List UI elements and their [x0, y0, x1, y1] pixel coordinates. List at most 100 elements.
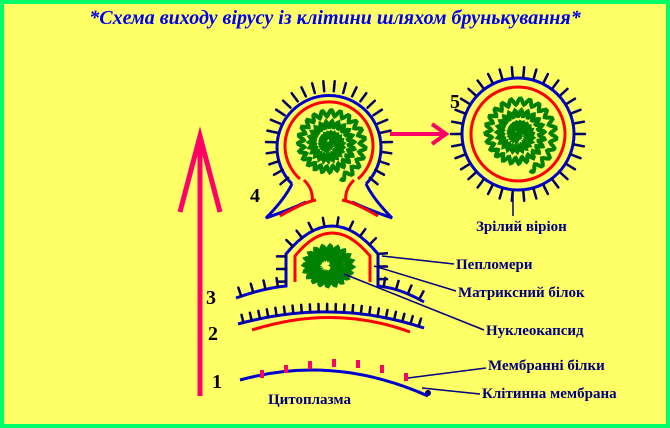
spike [459, 162, 471, 171]
spike [300, 86, 308, 98]
spike [417, 317, 423, 328]
peplomer-spikes [449, 66, 587, 202]
spike [459, 97, 471, 106]
spike [358, 227, 367, 238]
spike [379, 129, 392, 135]
spike [522, 189, 526, 202]
spike [558, 87, 569, 97]
stage-number-3: 3 [206, 287, 216, 309]
spike [486, 183, 494, 196]
spike [368, 176, 379, 186]
spike [522, 66, 526, 79]
diagram-canvas: *Схема виходу вірусу із клітини шляхом б… [4, 4, 666, 424]
spike [382, 276, 387, 288]
spike [341, 82, 348, 95]
spike [257, 309, 262, 321]
spike [498, 187, 504, 200]
spike [266, 129, 279, 135]
spike [359, 91, 368, 103]
spike [450, 143, 464, 148]
spike [321, 216, 326, 228]
spike [268, 159, 281, 166]
stage-5-mature-virion [449, 66, 587, 202]
spike [265, 308, 270, 319]
spike [310, 82, 317, 95]
spike [335, 216, 340, 228]
spike [510, 66, 514, 79]
membrane-spikes [240, 302, 423, 328]
spike [281, 99, 292, 109]
spike [299, 303, 304, 315]
spike [265, 150, 278, 155]
spike [551, 178, 560, 189]
stage-number-4: 4 [250, 185, 260, 207]
spike [565, 97, 577, 106]
spike [406, 284, 413, 296]
spike [350, 86, 358, 98]
spike [376, 118, 389, 125]
spike [376, 252, 389, 256]
peplomer-spikes [237, 216, 425, 301]
spike [551, 79, 560, 90]
label-peplomers: Пепломери [456, 257, 533, 273]
spike [454, 153, 467, 160]
spike [262, 279, 267, 291]
spike [332, 80, 336, 93]
label-membrane-proteins: Мембранні білки [488, 358, 605, 374]
spike [569, 153, 582, 160]
spike [542, 72, 550, 85]
spike [377, 159, 390, 166]
spike [351, 303, 355, 315]
spike [572, 120, 586, 125]
spike [269, 118, 282, 125]
spike [569, 108, 582, 115]
spike [476, 79, 485, 90]
spike [392, 310, 398, 321]
peplomer-spikes [264, 80, 394, 186]
label-cytoplasm: Цитоплазма [268, 392, 351, 408]
stage-number-5: 5 [450, 91, 460, 113]
stage-4-virion-pinching [264, 80, 394, 220]
spike [295, 229, 304, 240]
spike [467, 87, 478, 97]
spike [450, 120, 464, 125]
spike [285, 238, 295, 248]
spike [366, 99, 377, 109]
label-leaders [343, 190, 514, 395]
spike [401, 312, 406, 323]
spike [486, 72, 494, 85]
stage-1-membrane [239, 359, 429, 398]
spike [272, 168, 284, 177]
spike [290, 91, 299, 103]
spike [565, 162, 577, 171]
stage-2-membrane [237, 302, 425, 334]
spike [498, 68, 504, 81]
label-mature-virion: Зрілий віріон [476, 219, 567, 235]
label-nucleocapsid: Нуклеокапсид [486, 323, 584, 339]
stage-number-1: 1 [212, 371, 222, 393]
spike [417, 290, 425, 301]
budding-diagram: 1 2 3 4 5 Зрілий віріон Пепломери Матрик… [177, 66, 617, 408]
diagram-title: *Схема виходу вірусу із клітини шляхом б… [89, 7, 581, 29]
spike [282, 305, 287, 316]
spike [558, 171, 569, 181]
label-cell-membrane: Клітинна мембрана [482, 386, 617, 402]
spike [572, 143, 586, 148]
spike [384, 308, 389, 320]
spike [249, 282, 255, 294]
spike [368, 236, 378, 246]
spike [248, 311, 253, 322]
spike [237, 286, 243, 298]
membrane-proteins-dots [260, 359, 408, 381]
spike [409, 314, 414, 326]
stage-3-budding [235, 216, 425, 304]
stage-number-2: 2 [208, 323, 218, 345]
spike [372, 108, 384, 117]
label-matrix-protein: Матриксний білок [458, 285, 585, 301]
spike [532, 68, 538, 81]
spike [359, 304, 364, 316]
membrane-end-dot [425, 390, 431, 396]
nucleocapsid-spiral [483, 96, 559, 175]
spike [380, 150, 393, 155]
spike [542, 183, 550, 196]
